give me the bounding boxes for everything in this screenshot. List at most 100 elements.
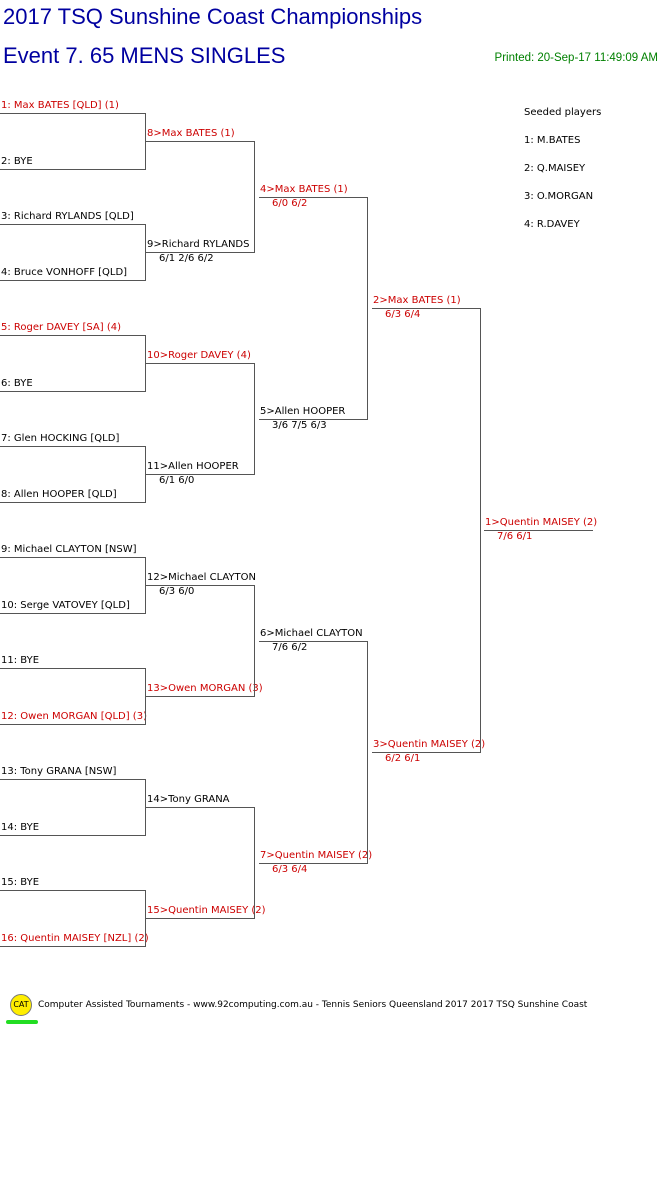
bracket-line [259, 641, 368, 642]
match-score: 6/3 6/0 [159, 586, 195, 597]
player-entry: 12: Owen MORGAN [QLD] (3) [1, 711, 147, 722]
seeded-players: Seeded players 1: M.BATES 2: Q.MAISEY 3:… [524, 99, 601, 239]
match-score: 6/1 2/6 6/2 [159, 253, 214, 264]
bracket-line [0, 391, 146, 392]
bracket-connector [145, 224, 146, 280]
bracket-connector [480, 308, 481, 752]
bracket-connector [145, 113, 146, 169]
bracket-line [146, 252, 255, 253]
player-entry: 10: Serge VATOVEY [QLD] [1, 600, 130, 611]
bracket-line [259, 197, 368, 198]
match-score: 7/6 6/2 [272, 642, 308, 653]
logo-underline [6, 1020, 38, 1024]
player-entry: 9: Michael CLAYTON [NSW] [1, 544, 137, 555]
bracket-line [0, 946, 146, 947]
bracket-line [146, 363, 255, 364]
bracket-connector [145, 668, 146, 724]
bracket-line [0, 446, 146, 447]
player-entry: 8: Allen HOOPER [QLD] [1, 489, 117, 500]
footer-credit: Computer Assisted Tournaments - www.92co… [38, 1000, 443, 1010]
player-entry: 14: BYE [1, 822, 40, 833]
match-winner: 12>Michael CLAYTON [147, 572, 256, 583]
bracket-line [146, 918, 255, 919]
match-winner: 6>Michael CLAYTON [260, 628, 363, 639]
bracket-line [0, 502, 146, 503]
match-score: 7/6 6/1 [497, 531, 533, 542]
seeded-heading: Seeded players [524, 107, 602, 118]
player-entry: 1: Max BATES [QLD] (1) [1, 100, 119, 111]
bracket-line [146, 696, 255, 697]
match-winner: 2>Max BATES (1) [373, 295, 461, 306]
bracket-line [0, 668, 146, 669]
seed-item: 3: O.MORGAN [524, 191, 594, 202]
bracket-line [0, 724, 146, 725]
bracket-line [146, 141, 255, 142]
event-title: Event 7. 65 MENS SINGLES [3, 43, 286, 68]
match-winner: 9>Richard RYLANDS [147, 239, 250, 250]
bracket-connector [145, 335, 146, 391]
bracket-line [0, 557, 146, 558]
bracket-line [146, 585, 255, 586]
bracket-line [0, 169, 146, 170]
seed-item: 2: Q.MAISEY [524, 163, 586, 174]
bracket-line [0, 613, 146, 614]
bracket-line [484, 530, 593, 531]
match-score: 6/3 6/4 [385, 309, 421, 320]
match-score: 6/2 6/1 [385, 753, 421, 764]
bracket-line [146, 474, 255, 475]
footer-tournament: 2017 2017 TSQ Sunshine Coast [445, 1000, 588, 1010]
match-winner: 1>Quentin MAISEY (2) [485, 517, 598, 528]
player-entry: 4: Bruce VONHOFF [QLD] [1, 267, 128, 278]
match-score: 6/1 6/0 [159, 475, 195, 486]
bracket-connector [367, 641, 368, 863]
player-entry: 7: Glen HOCKING [QLD] [1, 433, 120, 444]
match-winner: 11>Allen HOOPER [147, 461, 239, 472]
bracket-line [146, 807, 255, 808]
bracket-connector [145, 446, 146, 502]
player-entry: 2: BYE [1, 156, 33, 167]
bracket-connector [254, 585, 255, 696]
bracket-line [0, 224, 146, 225]
match-winner: 13>Owen MORGAN (3) [147, 683, 263, 694]
bracket-line [0, 113, 146, 114]
player-entry: 3: Richard RYLANDS [QLD] [1, 211, 134, 222]
bracket-connector [254, 807, 255, 918]
bracket-line [0, 280, 146, 281]
match-winner: 7>Quentin MAISEY (2) [260, 850, 373, 861]
match-score: 6/3 6/4 [272, 864, 308, 875]
player-entry: 11: BYE [1, 655, 40, 666]
match-winner: 15>Quentin MAISEY (2) [147, 905, 266, 916]
bracket-connector [367, 197, 368, 419]
bracket-line [0, 335, 146, 336]
match-winner: 8>Max BATES (1) [147, 128, 235, 139]
bracket-connector [145, 779, 146, 835]
match-winner: 4>Max BATES (1) [260, 184, 348, 195]
match-winner: 10>Roger DAVEY (4) [147, 350, 251, 361]
player-entry: 6: BYE [1, 378, 33, 389]
printed-timestamp: Printed: 20-Sep-17 11:49:09 AM [494, 52, 658, 64]
bracket-connector [145, 557, 146, 613]
player-entry: 15: BYE [1, 877, 40, 888]
player-entry: 13: Tony GRANA [NSW] [1, 766, 117, 777]
bracket-connector [254, 141, 255, 252]
match-winner: 5>Allen HOOPER [260, 406, 346, 417]
bracket-line [372, 308, 481, 309]
player-entry: 5: Roger DAVEY [SA] (4) [1, 322, 122, 333]
bracket-line [259, 863, 368, 864]
bracket-line [0, 890, 146, 891]
seed-item: 4: R.DAVEY [524, 219, 580, 230]
bracket-line [259, 419, 368, 420]
match-winner: 14>Tony GRANA [147, 794, 230, 805]
match-winner: 3>Quentin MAISEY (2) [373, 739, 486, 750]
bracket-connector [254, 363, 255, 474]
bracket-line [372, 752, 481, 753]
bracket-line [0, 779, 146, 780]
bracket-connector [145, 890, 146, 946]
page-title: 2017 TSQ Sunshine Coast Championships [3, 4, 423, 29]
player-entry: 16: Quentin MAISEY [NZL] (2) [1, 933, 149, 944]
bracket-line [0, 835, 146, 836]
match-score: 6/0 6/2 [272, 198, 308, 209]
match-score: 3/6 7/5 6/3 [272, 420, 327, 431]
cat-logo-icon: CAT [10, 994, 32, 1016]
seed-item: 1: M.BATES [524, 135, 581, 146]
